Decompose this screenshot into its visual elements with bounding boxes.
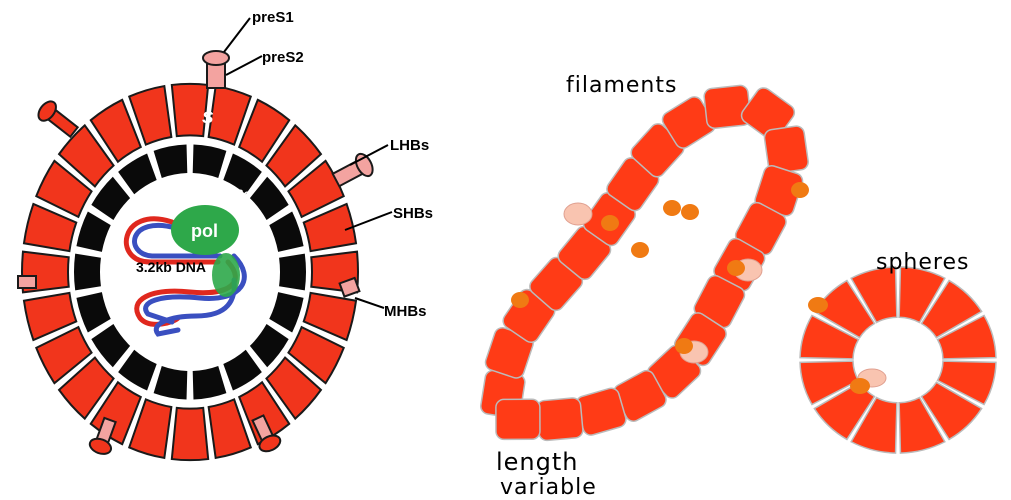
- capsid-segment: [76, 292, 110, 332]
- surface-knob: [631, 242, 649, 258]
- surface-knob-light: [564, 203, 592, 225]
- filament-segment: [496, 399, 540, 439]
- pol-label: pol: [191, 221, 218, 241]
- shbs-label: SHBs: [393, 205, 433, 222]
- envelope-segment: [172, 408, 208, 460]
- polymerase-tail: [212, 253, 240, 297]
- hbc-label: HBc: [226, 187, 250, 201]
- filaments-label: filaments: [566, 73, 677, 98]
- surface-knob: [791, 182, 809, 198]
- capsid-segment: [118, 153, 157, 194]
- capsid-segment: [269, 292, 303, 332]
- surface-knob: [850, 378, 870, 394]
- capsid-segment: [193, 144, 227, 178]
- s-protein-label: S: [202, 108, 214, 127]
- sphere-particle: [800, 267, 996, 453]
- surface-knob: [808, 297, 828, 313]
- capsid-segment: [118, 350, 157, 391]
- subviral-particles: filaments spheres length variable: [480, 73, 996, 500]
- capsid-segment: [154, 144, 188, 178]
- length-label: length: [496, 448, 579, 476]
- pres1-label: preS1: [252, 9, 294, 26]
- capsid-segment: [223, 350, 262, 391]
- surface-knob: [601, 215, 619, 231]
- dna-label: 3.2kb DNA: [136, 259, 206, 275]
- mhbs-label: MHBs: [384, 303, 427, 320]
- filament-segment: [536, 397, 583, 441]
- surface-knob: [727, 260, 745, 276]
- capsid-segment: [193, 366, 227, 400]
- top-projection: [203, 51, 229, 88]
- capsid-segment: [154, 366, 188, 400]
- surface-knob: [681, 204, 699, 220]
- hbv-virion: preS1 preS2 S LHBs SHBs MHBs HBc pol 3.2…: [18, 9, 433, 460]
- capsid-segment: [269, 212, 303, 252]
- surface-knob: [675, 338, 693, 354]
- capsid-segment: [76, 212, 110, 252]
- upper-left-projection: [35, 98, 81, 141]
- spheres-label: spheres: [876, 250, 969, 275]
- filament-segment: [703, 85, 751, 130]
- pres2-label: preS2: [262, 49, 304, 66]
- capsid-segment: [279, 254, 306, 291]
- surface-knob: [663, 200, 681, 216]
- filament-particle: [480, 85, 810, 442]
- capsid-segment: [74, 254, 101, 291]
- variable-label: variable: [500, 475, 597, 500]
- left-projection: [18, 276, 36, 288]
- lhbs-label: LHBs: [390, 137, 429, 154]
- surface-knob: [511, 292, 529, 308]
